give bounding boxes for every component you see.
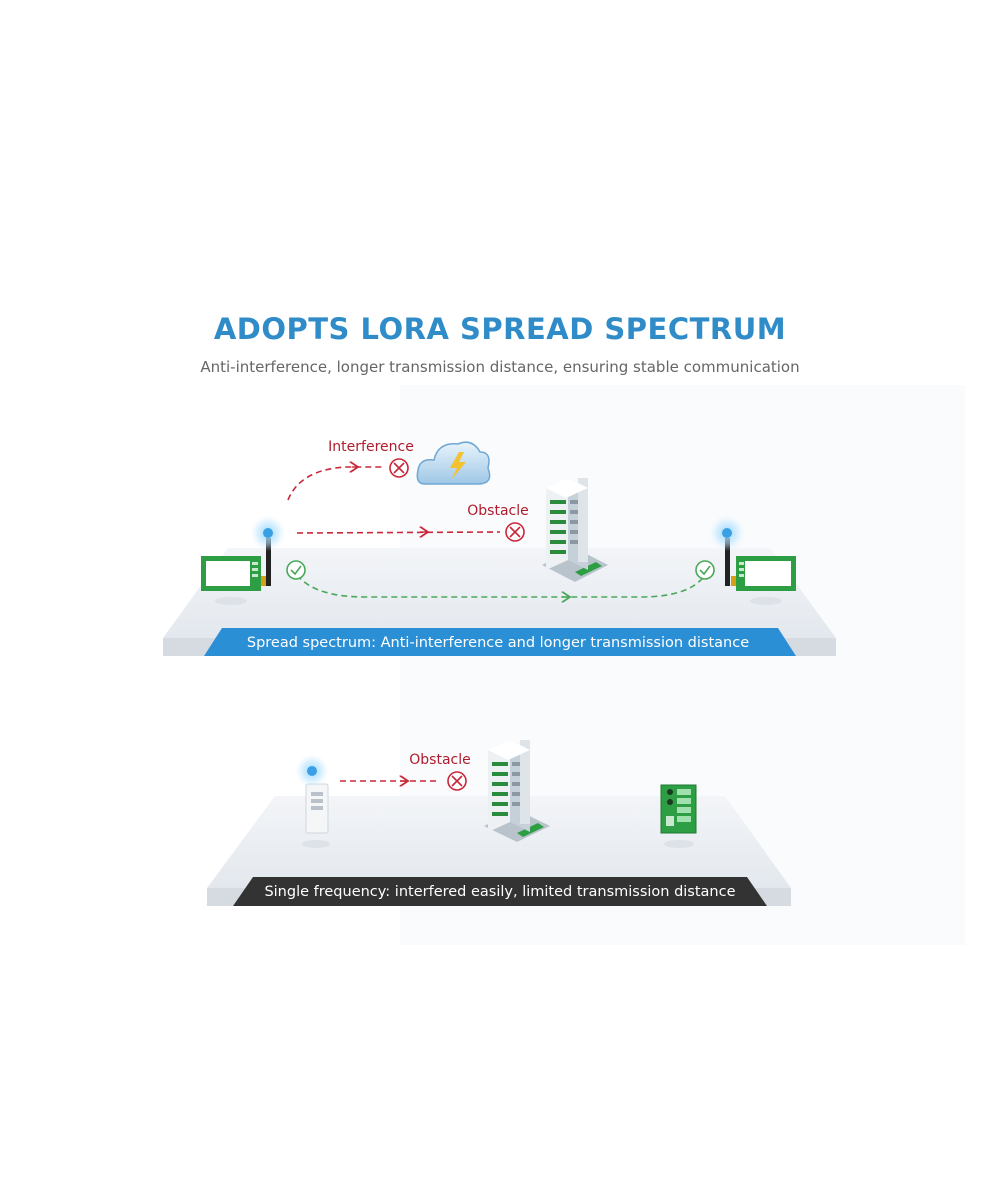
obstacle-path [296, 531, 501, 534]
remote-transmitter [302, 783, 330, 848]
bottom-banner-text: Single frequency: interfered easily, lim… [264, 884, 735, 900]
building-icon [542, 478, 608, 582]
receiver-board [660, 784, 697, 848]
bottom-platform [207, 796, 791, 888]
bottom-obstacle-label: Obstacle [409, 752, 470, 768]
top-banner-text: Spread spectrum: Anti-interference and l… [247, 635, 749, 651]
top-banner-bg [204, 628, 796, 656]
blocked-x-icon [447, 771, 467, 791]
bottom-scene: Obstacle Single frequency: interfered ea… [207, 740, 791, 906]
page-subtitle: Anti-interference, longer transmission d… [200, 358, 800, 376]
top-platform [163, 548, 836, 638]
left-lora-module [201, 538, 271, 605]
interference-path [287, 466, 383, 501]
top-obstacle-label: Obstacle [467, 503, 528, 519]
blocked-x-icon [389, 458, 409, 478]
storm-cloud-icon [416, 441, 491, 485]
top-scene: Interference Obstacle Spread spectrum: A… [163, 439, 836, 656]
page-title: ADOPTS LORA SPREAD SPECTRUM [213, 312, 787, 346]
interference-label: Interference [328, 439, 414, 455]
right-lora-module [725, 538, 796, 605]
blocked-x-icon [505, 522, 525, 542]
check-icon [286, 560, 306, 580]
spread-spectrum-path [296, 574, 706, 598]
bottom-banner-bg [233, 877, 767, 906]
building-icon [484, 740, 550, 842]
check-icon [695, 560, 715, 580]
